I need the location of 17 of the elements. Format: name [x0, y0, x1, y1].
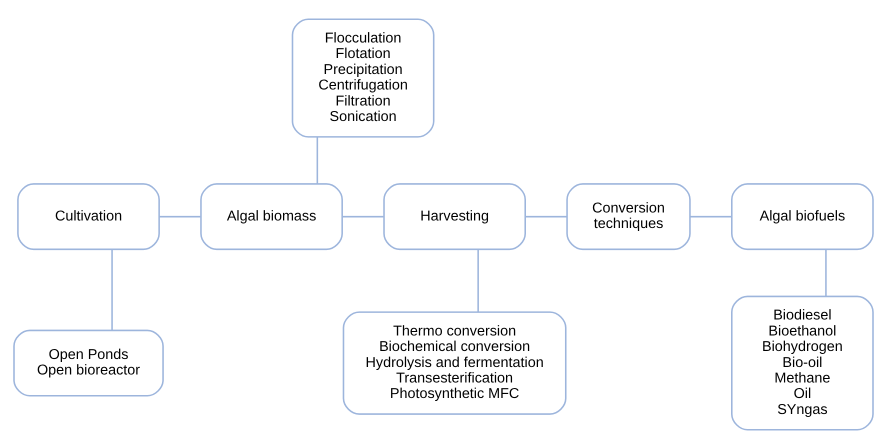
connector	[690, 215, 732, 217]
node-box: Algal biomass	[200, 182, 343, 250]
node-box: Algal biofuels	[731, 182, 874, 250]
connector	[342, 215, 384, 217]
connector	[825, 249, 827, 296]
connector	[159, 215, 200, 217]
connector	[111, 249, 113, 330]
node-box: Conversion techniques	[566, 182, 691, 250]
connector	[477, 249, 479, 312]
node-box: Harvesting	[383, 182, 526, 250]
connector	[316, 136, 318, 184]
node-box: Thermo conversion Biochemical conversion Hydrolysis and fermentation Transesterification Photosynthetic MFC	[342, 310, 567, 414]
connector	[525, 215, 567, 217]
node-box: Open Ponds Open bioreactor	[13, 329, 164, 396]
node-box: Biodiesel Bioethanol Biohydrogen Bio-oil Methane Oil SYngas	[731, 295, 874, 430]
node-box: Flocculation Flotation Precipitation Centrifugation Filtration Sonication	[292, 18, 434, 138]
node-box: Cultivation	[17, 182, 160, 250]
